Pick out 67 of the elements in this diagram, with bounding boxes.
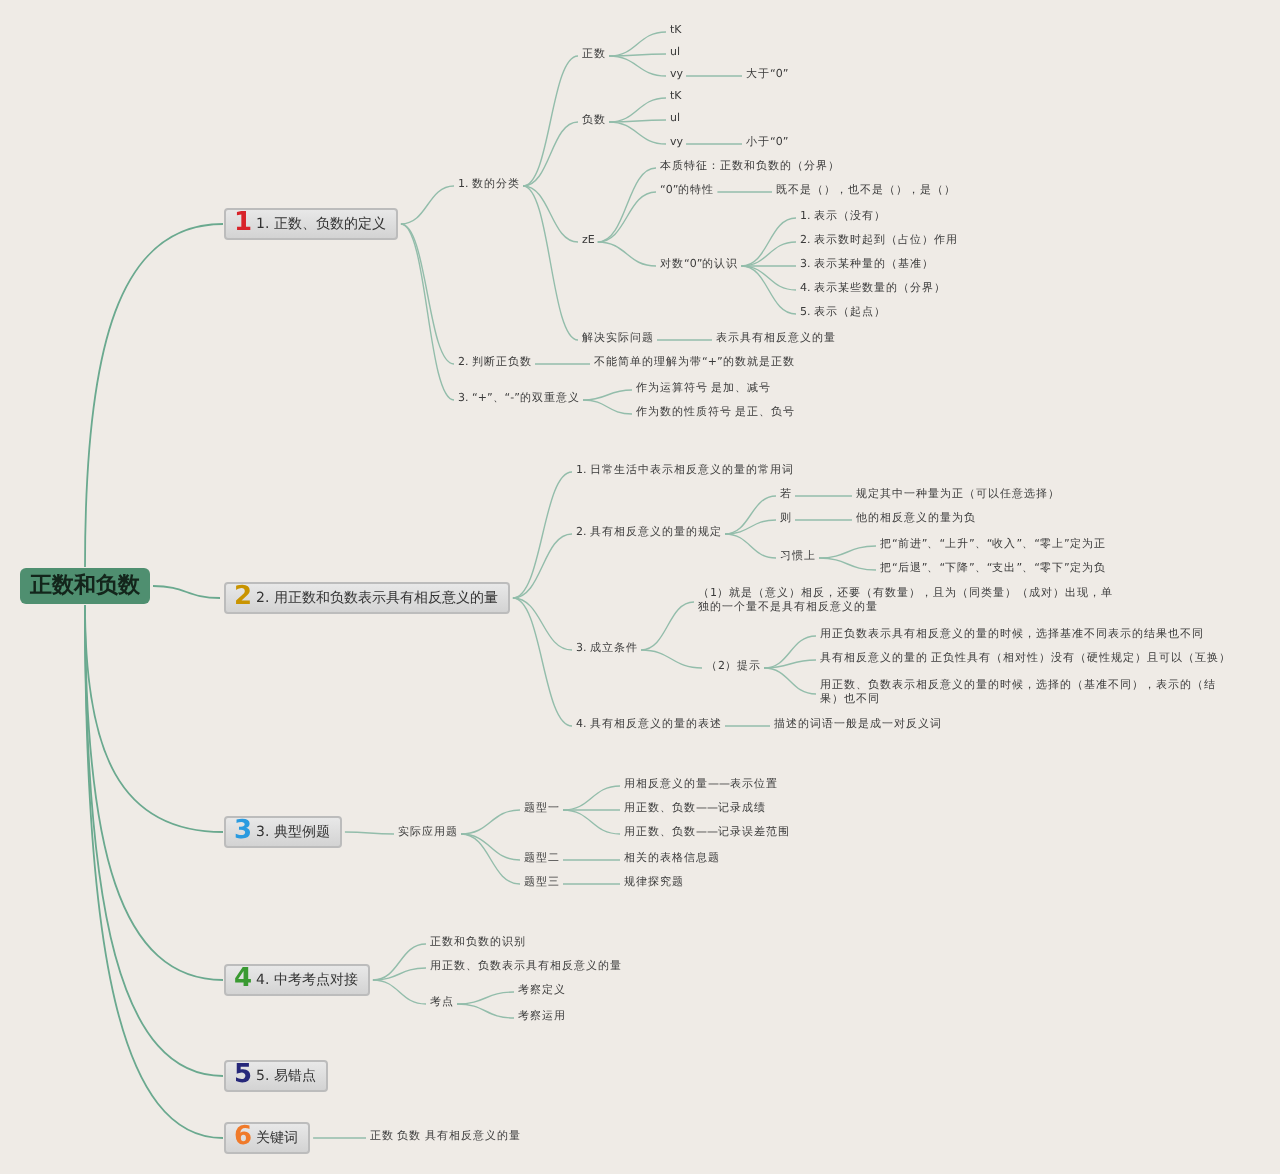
connector-line [400,185,455,225]
connector-line [534,363,591,365]
priority-number: 2 [234,584,253,612]
connector-line [656,339,713,341]
connector-line [456,1003,515,1019]
connector-line [460,833,521,861]
connector-line [640,649,703,669]
connector-line [794,519,853,521]
connector-line [582,399,633,415]
connector-line [522,185,579,243]
priority-number: 1 [234,210,253,238]
connector-line [724,519,777,535]
topic-box [224,816,342,848]
connector-line [597,241,657,267]
connector-line [608,53,667,57]
connector-line [562,859,621,861]
connector-line [685,75,743,77]
connector-line [794,495,853,497]
topic-box [224,208,398,240]
connector-line [84,223,224,568]
connector-line [818,557,877,571]
connector-line [763,667,817,695]
connector-line [597,167,657,243]
connector-line [522,55,579,187]
connector-line [460,833,521,885]
connector-line [152,585,221,599]
connector-line [522,185,579,341]
connector-line [597,191,657,243]
connector-line [562,809,621,811]
connector-line [608,55,667,77]
connector-line [685,143,743,145]
connector-line [763,659,817,669]
connector-line [608,121,667,145]
connector-line [512,597,573,651]
priority-number: 3 [234,818,253,846]
connector-line [582,389,633,401]
connector-line [740,265,797,267]
connector-line [512,533,573,599]
connector-line [724,533,777,559]
connector-line [344,831,395,835]
topic-box [224,1122,311,1154]
connector-line [608,119,667,123]
connector-line [372,967,427,981]
priority-number: 6 [234,1124,253,1152]
connector-line [372,979,427,1005]
topic-box [224,1060,328,1092]
connector-line [456,991,515,1005]
connector-line [562,809,621,835]
connector-line [400,223,455,401]
connector-line [522,121,579,187]
topic-box [224,582,510,614]
connector-line [512,597,573,727]
connector-line [724,725,771,727]
connector-line [562,883,621,885]
connector-line [740,265,797,291]
priority-number: 5 [234,1062,253,1090]
connector-line [740,265,797,315]
connector-line [312,1137,367,1139]
connector-line [724,495,777,535]
topic-box [224,964,370,996]
connector-line [460,809,521,835]
connector-line [818,545,877,559]
connector-line [640,601,695,651]
connector-line [512,471,573,599]
priority-number: 4 [234,966,253,994]
connector-line [716,191,773,193]
central-topic: 正数和负数 [20,568,150,604]
